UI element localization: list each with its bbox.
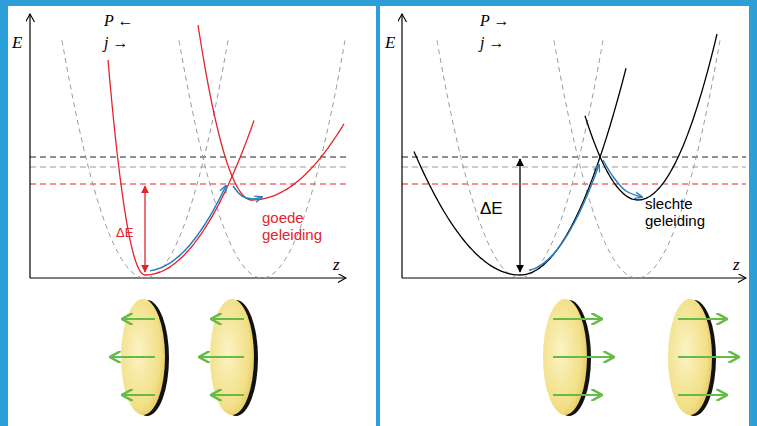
level-line: [30, 156, 346, 157]
polarization-arrow: [678, 318, 726, 320]
polarization-arrow: [678, 356, 738, 358]
conduction-label: goede geleiding: [262, 210, 342, 243]
polarization-label: P →: [480, 12, 509, 30]
energy-gap-arrow: [144, 186, 145, 272]
level-line: [402, 156, 746, 157]
polarization-arrow: [553, 356, 613, 358]
energy-gap-label: ΔE: [116, 226, 133, 240]
panel-ground: [8, 6, 376, 426]
axis-label: E: [385, 34, 395, 53]
energy-gap-arrow: [519, 159, 520, 272]
axis-label: E: [12, 34, 22, 53]
current-label: j →: [104, 34, 128, 52]
polarization-arrow: [553, 318, 601, 320]
transfer-arrow: [603, 160, 642, 197]
energy-parabola: [198, 25, 344, 200]
polarization-arrow: [553, 394, 601, 396]
conduction-label: slechte geleiding: [645, 196, 725, 229]
transfer-arrow: [529, 165, 599, 271]
energy-parabola: [108, 60, 254, 275]
axis-label: z: [733, 256, 740, 275]
polarization-arrow: [123, 394, 155, 396]
reference-parabola: [554, 40, 720, 278]
z-axis: [402, 277, 746, 278]
energy-axis: [401, 14, 402, 278]
polarization-arrow: [111, 356, 155, 358]
level-line: [30, 183, 346, 184]
transfer-arrow: [233, 186, 262, 199]
current-label: j →: [480, 34, 504, 52]
level-line: [402, 183, 746, 184]
polarization-arrow: [678, 394, 726, 396]
axis-label: z: [333, 256, 340, 275]
polarization-arrow: [212, 394, 244, 396]
transfer-arrow: [150, 186, 226, 271]
level-line: [402, 166, 746, 167]
polarization-arrow: [123, 318, 155, 320]
energy-parabola: [585, 34, 717, 200]
level-line: [30, 166, 346, 167]
energy-parabola: [414, 68, 626, 275]
polarization-label: P ←: [104, 12, 133, 30]
energy-gap-label: ΔE: [480, 200, 503, 219]
panel-ground: [380, 6, 749, 426]
energy-axis: [29, 14, 30, 278]
polarization-arrow: [212, 318, 244, 320]
polarization-arrow: [200, 356, 244, 358]
z-axis: [30, 277, 346, 278]
